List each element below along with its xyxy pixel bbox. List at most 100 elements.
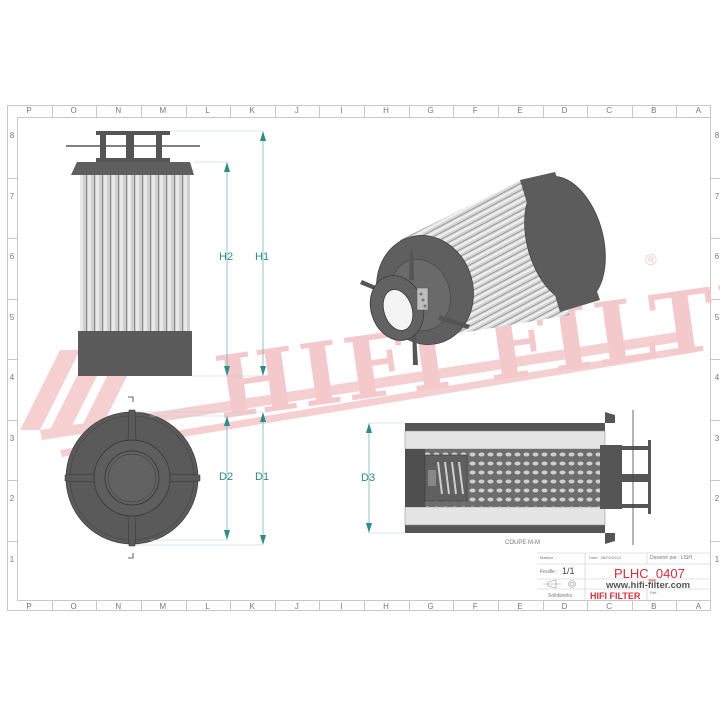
grid-tick: [274, 601, 276, 611]
date-label: Date : 08/02/2023: [589, 555, 621, 560]
grid-tick: [364, 601, 365, 611]
column-label-p: P: [26, 602, 32, 611]
dimension-h2: H2: [219, 251, 234, 263]
drawn-by-label: Dessiné par : LISH: [650, 555, 692, 561]
grid-tick: [185, 601, 187, 611]
sheet-label: Feuille :: [540, 569, 558, 575]
row-label-7: 7: [9, 191, 15, 201]
column-label-m: M: [159, 106, 167, 115]
drawing-inner-border: [17, 117, 711, 601]
row-label-4: 4: [714, 373, 720, 382]
grid-tick: [497, 106, 499, 117]
grid-tick: [7, 238, 17, 239]
grid-tick: [711, 359, 720, 360]
grid-tick: [274, 106, 276, 117]
row-label-2: 2: [9, 494, 15, 503]
column-label-c: C: [606, 106, 613, 115]
grid-tick: [497, 601, 499, 611]
grid-tick: [408, 601, 410, 611]
column-label-n: N: [115, 106, 122, 115]
website-url: www.hifi-filter.com: [606, 580, 691, 591]
row-label-7: 7: [714, 191, 720, 201]
column-label-k: K: [249, 602, 255, 611]
grid-tick: [7, 177, 17, 179]
grid-tick: [7, 540, 17, 542]
row-label-6: 6: [714, 252, 720, 261]
grid-tick: [7, 480, 17, 481]
grid-tick: [230, 106, 232, 117]
column-label-i: I: [340, 106, 343, 115]
grid-tick: [711, 419, 720, 421]
column-label-a: A: [695, 106, 702, 115]
part-code: PLHC_0407: [614, 566, 685, 581]
grid-tick: [230, 601, 232, 611]
top-view: [64, 396, 266, 559]
grid-tick: [51, 601, 53, 611]
grid-tick: [711, 177, 720, 179]
software-label: Solidworks: [548, 593, 573, 599]
row-label-3: 3: [714, 433, 720, 443]
grid-tick: [96, 601, 98, 611]
column-label-n: N: [115, 602, 122, 611]
column-label-o: O: [70, 106, 77, 115]
grid-tick: [676, 106, 678, 117]
dimension-d3: D3: [361, 472, 376, 484]
row-label-8: 8: [9, 131, 15, 140]
projection-symbol-icon: [543, 579, 576, 589]
column-label-f: F: [472, 106, 478, 115]
grid-tick: [7, 419, 17, 421]
isometric-view: [360, 172, 606, 365]
column-label-l: L: [205, 602, 210, 611]
grid-tick: [631, 601, 633, 611]
grid-tick: [711, 540, 720, 542]
sheet-value: 1/1: [562, 566, 575, 576]
dimension-h1: H1: [255, 251, 270, 263]
section-caption: COUPE M-M: [505, 540, 540, 546]
grid-tick: [140, 106, 142, 117]
grid-tick: [140, 601, 142, 611]
row-label-6: 6: [9, 252, 15, 261]
grid-tick: [711, 238, 720, 239]
grid-tick: [453, 106, 455, 117]
row-label-1: 1: [9, 554, 15, 564]
grid-tick: [711, 480, 720, 481]
column-label-b: B: [651, 106, 657, 115]
column-label-d: D: [561, 106, 568, 115]
row-label-8: 8: [714, 131, 720, 140]
grid-tick: [7, 298, 17, 300]
row-label-5: 5: [9, 312, 15, 322]
grid-tick: [51, 106, 53, 117]
svg-text:®: ®: [645, 252, 657, 269]
column-label-b: B: [651, 602, 657, 611]
column-label-j: J: [294, 106, 299, 115]
grid-tick: [587, 106, 589, 117]
grid-tick: [408, 106, 410, 117]
dimension-d1: D1: [255, 471, 270, 483]
column-label-e: E: [517, 106, 523, 115]
column-label-p: P: [26, 106, 32, 115]
grid-tick: [542, 106, 544, 117]
row-label-2: 2: [714, 494, 720, 503]
grid-tick: [96, 106, 98, 117]
column-label-h: H: [383, 106, 389, 115]
grid-tick: [319, 601, 321, 611]
material-label: Matière :: [540, 555, 556, 560]
row-label-3: 3: [9, 433, 15, 443]
column-label-l: L: [205, 106, 210, 115]
dimension-d2: D2: [219, 471, 234, 483]
column-label-o: O: [70, 602, 77, 611]
column-label-g: G: [427, 602, 434, 611]
section-view: [366, 410, 651, 545]
grid-tick: [185, 106, 187, 117]
grid-tick: [587, 601, 589, 611]
row-label-1: 1: [714, 554, 720, 564]
grid-tick: [364, 106, 365, 117]
column-label-e: E: [517, 602, 523, 611]
grid-tick: [453, 601, 455, 611]
ref-label: Réf :: [650, 590, 659, 595]
column-label-c: C: [606, 602, 613, 611]
grid-tick: [542, 601, 544, 611]
grid-tick: [711, 298, 720, 300]
column-label-m: M: [159, 602, 167, 611]
column-label-i: I: [340, 602, 343, 611]
